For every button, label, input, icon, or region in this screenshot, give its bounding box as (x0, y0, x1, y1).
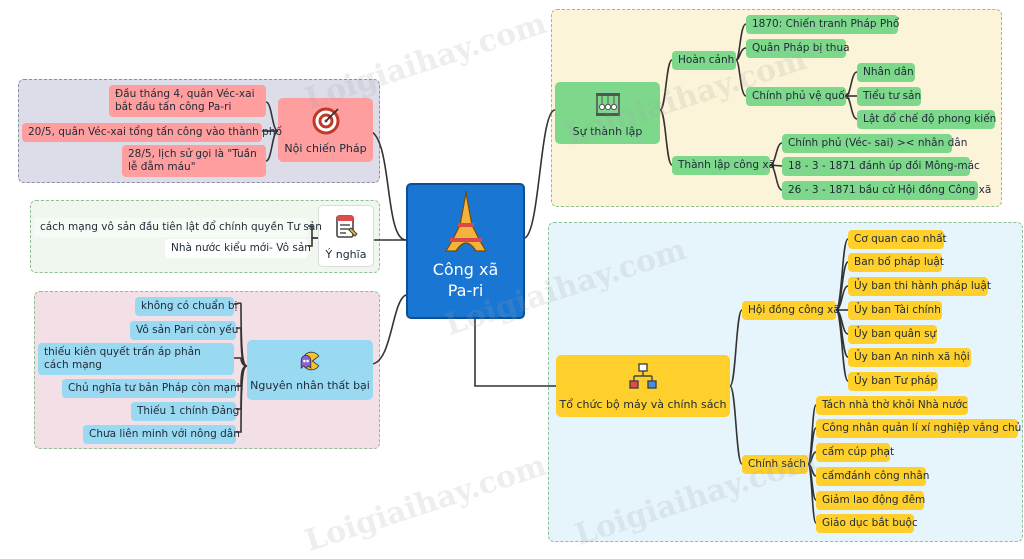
chinh-sach-item-4[interactable]: cấmđánh công nhân (816, 467, 929, 486)
y-nghia-item-2[interactable]: Nhà nước kiểu mới- Vô sản (165, 239, 311, 258)
hoi-dong-item-5[interactable]: Ủy ban quân sự (848, 325, 937, 344)
y-nghia-item-1[interactable]: cách mạng vô sản đầu tiên lật đổ chính q… (34, 218, 322, 237)
branch-thanh-lap[interactable]: Sự thành lập (555, 82, 660, 144)
eiffel-tower-icon (444, 191, 488, 252)
nguyen-nhan-item-3[interactable]: thiếu kiên quyết trấn áp phản cách mạng (38, 343, 234, 375)
cong-xa-item-2[interactable]: 18 - 3 - 1871 đánh úp đồi Mông-mác (782, 157, 980, 176)
nguyen-nhan-item-1[interactable]: không có chuẩn bị (135, 297, 237, 316)
hoan-canh-item-1[interactable]: 1870: Chiến tranh Pháp Phổ (746, 15, 899, 34)
noi-chien-item-3[interactable]: 28/5, lịch sử gọi là "Tuần lễ đẫm máu" (122, 145, 266, 177)
branch-y-nghia-label: Ý nghĩa (325, 247, 367, 261)
nguyen-nhan-item-2[interactable]: Vô sản Pari còn yếu (130, 321, 238, 340)
branch-to-chuc[interactable]: Tổ chức bộ máy và chính sách (556, 355, 730, 417)
cong-xa-item-3[interactable]: 26 - 3 - 1871 bầu cử Hội đồng Công xã (782, 181, 991, 200)
cong-xa-item-1[interactable]: Chính phủ (Véc- sai) >< nhân dân (782, 134, 967, 153)
chinh-sach-item-2[interactable]: Công nhân quản lí xí nghiệp vắng chủ (816, 419, 1021, 438)
newtons-cradle-icon (595, 92, 620, 116)
branch-thanh-lap-label: Sự thành lập (572, 124, 643, 138)
target-icon (312, 107, 339, 134)
hoan-canh-node[interactable]: Hoàn cảnh (672, 51, 736, 70)
chinh-sach-item-5[interactable]: Giảm lao động đêm (816, 491, 925, 510)
branch-nguyen-nhan[interactable]: Nguyên nhân thất bại (247, 340, 373, 400)
branch-noi-chien-label: Nội chiến Pháp (284, 141, 367, 155)
hoi-dong-item-4[interactable]: Ủy ban Tài chính (848, 301, 942, 320)
center-title-line1: Công xã (432, 260, 499, 279)
center-topic[interactable]: Công xã Pa-ri (406, 183, 525, 319)
org-chart-icon (629, 362, 657, 389)
hoan-canh-item-2[interactable]: Quân Pháp bị thua (746, 39, 850, 58)
chinh-phu-item-3[interactable]: Lật đổ chế độ phong kiến (857, 110, 996, 129)
document-icon (336, 214, 358, 238)
hoi-dong-item-3[interactable]: Ủy ban thi hành pháp luật (848, 277, 991, 296)
nguyen-nhan-item-4[interactable]: Chủ nghĩa tư bản Pháp còn mạnh (62, 379, 243, 398)
hoi-dong-item-7[interactable]: Ủy ban Tư pháp (848, 372, 938, 391)
hoi-dong-cong-xa-node[interactable]: Hội đồng công xã (742, 301, 840, 320)
chinh-phu-item-2[interactable]: Tiểu tư sản (857, 87, 921, 106)
thanh-lap-cong-xa-node[interactable]: Thành lập công xã (672, 156, 775, 175)
hoi-dong-item-6[interactable]: Ủy ban An ninh xã hội (848, 348, 971, 367)
branch-noi-chien[interactable]: Nội chiến Pháp (278, 98, 373, 162)
branch-y-nghia[interactable]: Ý nghĩa (318, 205, 374, 267)
nguyen-nhan-item-6[interactable]: Chưa liên minh với nông dân (83, 425, 240, 444)
hoi-dong-item-1[interactable]: Cơ quan cao nhất (848, 230, 947, 249)
branch-to-chuc-label: Tổ chức bộ máy và chính sách (559, 397, 727, 411)
chinh-phu-item-1[interactable]: Nhân dân (857, 63, 915, 82)
nguyen-nhan-item-5[interactable]: Thiếu 1 chính Đảng (131, 402, 239, 421)
connector-lines (233, 23, 858, 524)
noi-chien-item-2[interactable]: 20/5, quân Véc-xai tổng tấn công vào thà… (22, 123, 282, 142)
chinh-sach-node[interactable]: Chính sách (742, 455, 808, 474)
branch-nguyen-nhan-label: Nguyên nhân thất bại (250, 378, 370, 392)
center-title-line2: Pa-ri (447, 281, 484, 300)
chinh-phu-ve-quoc-node[interactable]: Chính phủ vệ quốc (746, 87, 850, 106)
chinh-sach-item-3[interactable]: cấm cúp phạt (816, 443, 894, 462)
pacman-icon (300, 351, 320, 370)
hoi-dong-item-2[interactable]: Ban bố pháp luật (848, 253, 944, 272)
chinh-sach-item-1[interactable]: Tách nhà thờ khỏi Nhà nước (816, 396, 968, 415)
noi-chien-item-1[interactable]: Đầu tháng 4, quân Véc-xai bắt đầu tấn cô… (109, 85, 266, 117)
chinh-sach-item-6[interactable]: Giáo dục bắt buộc (816, 514, 918, 533)
